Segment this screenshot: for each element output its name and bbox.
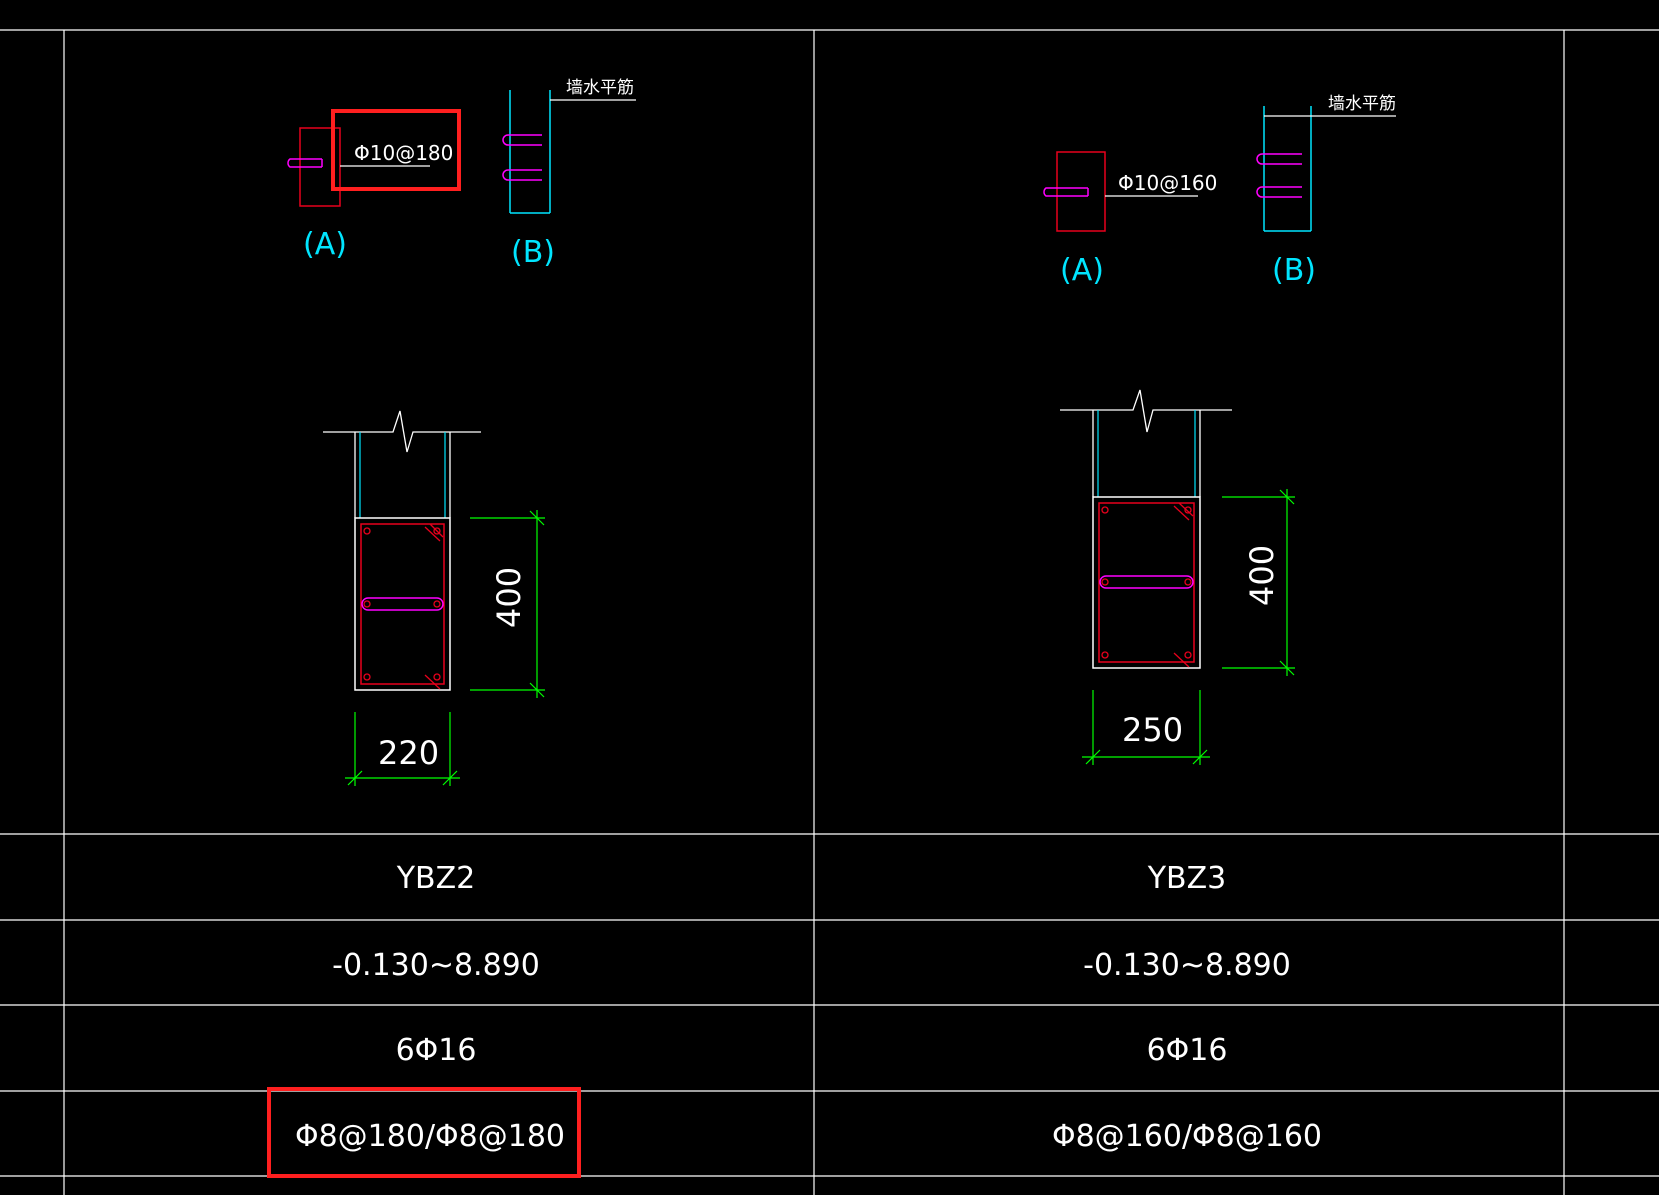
component-id-right: YBZ3 <box>1147 861 1227 896</box>
component-id-left: YBZ2 <box>396 861 476 896</box>
detail-b-label: (B) <box>1272 253 1316 288</box>
tie-spec-text: Φ10@160 <box>1118 171 1217 195</box>
elevation-right: -0.130~8.890 <box>1083 948 1291 983</box>
dimension-height: 400 <box>490 567 528 628</box>
elevation-left: -0.130~8.890 <box>332 948 540 983</box>
column-section-left: 400 220 <box>323 410 545 786</box>
stirrups-left: Φ8@180/Φ8@180 <box>295 1119 565 1154</box>
schedule-table: YBZ2 YBZ3 -0.130~8.890 -0.130~8.890 6Φ16… <box>295 861 1322 1154</box>
detail-a-label: (A) <box>1060 253 1104 288</box>
dimension-width: 250 <box>1122 711 1183 749</box>
left-section: Φ10@180 (A) 墙水平筋 (B) <box>287 78 636 786</box>
detail-a-left: Φ10@180 (A) <box>287 127 453 262</box>
longitudinal-bars-left: 6Φ16 <box>396 1033 477 1068</box>
stirrups-right: Φ8@160/Φ8@160 <box>1052 1119 1322 1154</box>
dimension-width: 220 <box>378 734 439 772</box>
table-grid <box>0 29 1659 1195</box>
longitudinal-bars-right: 6Φ16 <box>1147 1033 1228 1068</box>
highlight-box <box>267 1087 581 1178</box>
detail-a-label: (A) <box>303 227 347 262</box>
dimension-height: 400 <box>1243 545 1281 606</box>
tie-spec-text: Φ10@180 <box>354 141 453 165</box>
detail-a-right: Φ10@160 (A) <box>1043 151 1217 288</box>
detail-b-label: (B) <box>511 235 555 270</box>
wall-bar-note: 墙水平筋 <box>1328 94 1396 114</box>
detail-b-right: 墙水平筋 (B) <box>1256 94 1396 288</box>
column-section-right: 400 250 <box>1060 389 1295 765</box>
wall-bar-note: 墙水平筋 <box>566 78 634 98</box>
highlight-box <box>331 109 461 191</box>
right-section: Φ10@160 (A) 墙水平筋 (B) <box>1043 94 1396 765</box>
detail-b-left: 墙水平筋 (B) <box>502 78 636 270</box>
